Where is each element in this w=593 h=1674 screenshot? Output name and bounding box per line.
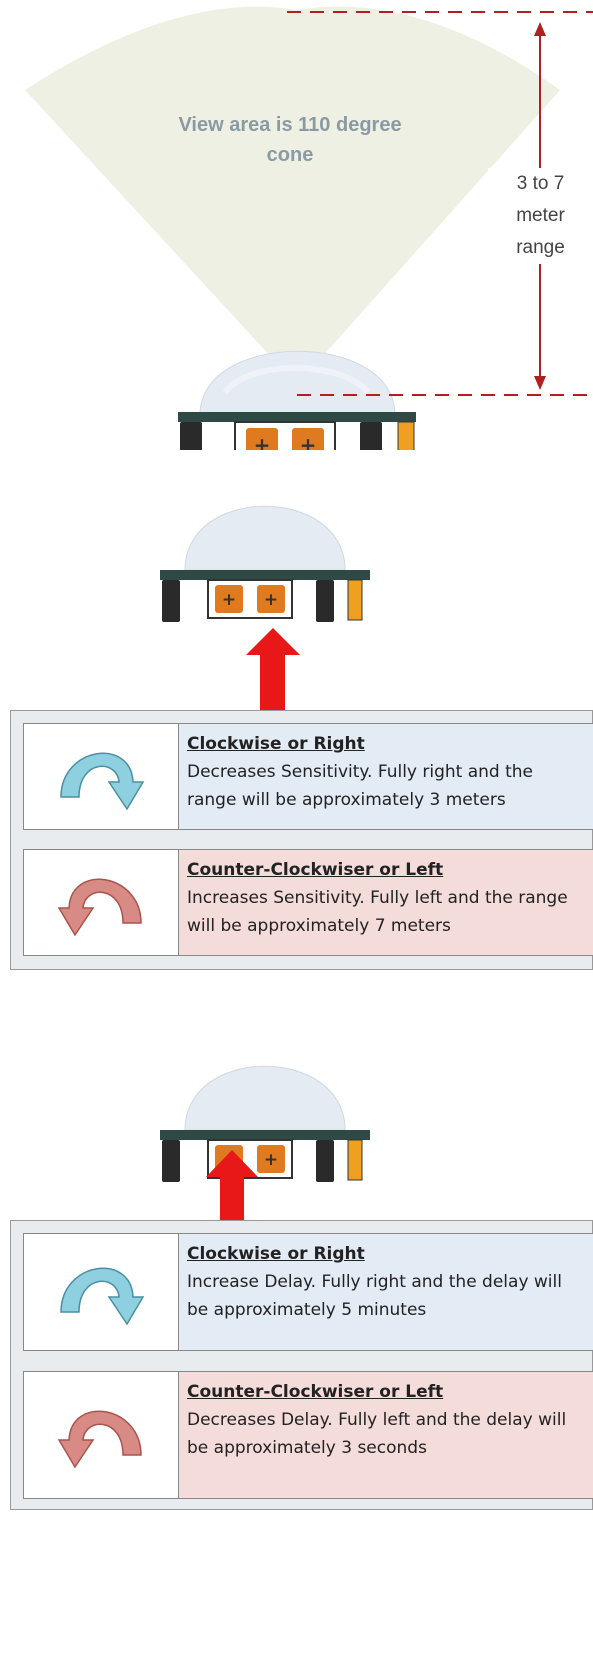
card-description: Increase Delay. Fully right and the dela…: [187, 1272, 562, 1320]
delay-clockwise-card: Clockwise or Right Increase Delay. Fully…: [23, 1233, 593, 1351]
sensitivity-panel: Clockwise or Right Decreases Sensitivity…: [10, 710, 593, 970]
card-title: Counter-Clockwiser or Left: [187, 1382, 444, 1402]
potentiometer-icon[interactable]: [257, 1145, 285, 1173]
delay-counterclockwise-card: Counter-Clockwiser or Left Decreases Del…: [23, 1371, 593, 1499]
up-arrow-icon: [246, 628, 300, 710]
potentiometer-icon[interactable]: [215, 585, 243, 613]
delay-panel: Clockwise or Right Increase Delay. Fully…: [10, 1220, 593, 1510]
cone-label: View area is 110 degree cone: [178, 114, 402, 166]
card-title: Counter-Clockwiser or Left: [187, 860, 444, 880]
pir-dome: [184, 1065, 346, 1131]
potentiometer-icon: [257, 585, 285, 613]
sensitivity-counterclockwise-card: Counter-Clockwiser or Left Increases Sen…: [23, 849, 593, 956]
svg-text:+: +: [300, 433, 317, 450]
counterclockwise-arrow-icon: [57, 1410, 142, 1469]
counterclockwise-arrow-icon: [57, 878, 142, 936]
clockwise-arrow-icon: [60, 752, 145, 810]
card-description: Increases Sensitivity. Fully left and th…: [187, 888, 568, 936]
card-title: Clockwise or Right: [187, 1244, 365, 1264]
potentiometer-icon: [246, 428, 278, 450]
card-title: Clockwise or Right: [187, 734, 365, 754]
card-description: Decreases Delay. Fully left and the dela…: [187, 1410, 567, 1458]
view-cone: [25, 6, 560, 386]
svg-text:+: +: [264, 590, 278, 610]
potentiometer-icon: [292, 428, 324, 450]
pir-dome: [184, 505, 346, 571]
card-description: Decreases Sensitivity. Fully right and t…: [187, 762, 534, 810]
svg-text:+: +: [222, 590, 236, 610]
svg-text:+: +: [264, 1150, 278, 1170]
svg-text:+: +: [254, 433, 271, 450]
pir-dome: [199, 350, 396, 416]
pir-sensor-board: + +: [178, 412, 416, 450]
delay-sensor: + +: [160, 1065, 370, 1220]
clockwise-arrow-icon: [60, 1267, 145, 1326]
detection-diagram: + +: [25, 6, 593, 450]
sensitivity-sensor: + +: [160, 505, 370, 710]
up-arrow-icon: [206, 1150, 258, 1220]
range-label: 3 to 7 meter range: [488, 168, 593, 264]
sensitivity-clockwise-card: Clockwise or Right Decreases Sensitivity…: [23, 723, 593, 830]
